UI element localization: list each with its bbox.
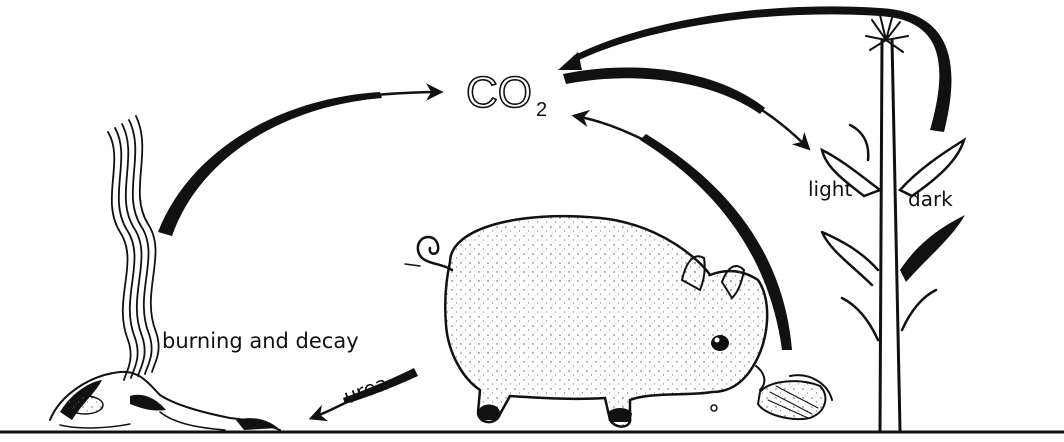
co2-subscript: 2 [536,99,547,121]
co2-text: CO [466,68,532,117]
smoke-lines [108,116,159,380]
urea-label: urea [341,371,392,409]
arrow-co2-to-plant [563,67,808,148]
light-label: light [808,177,852,201]
arrow-decay-to-co2 [158,92,440,236]
pig [405,216,767,426]
decaying-matter [50,372,280,430]
corn-cob [758,375,832,419]
dark-label: dark [908,187,953,211]
pig-body [445,216,767,426]
burning-and-decay-label: burning and decay [162,329,359,353]
co2-label: CO 2 [466,68,547,121]
